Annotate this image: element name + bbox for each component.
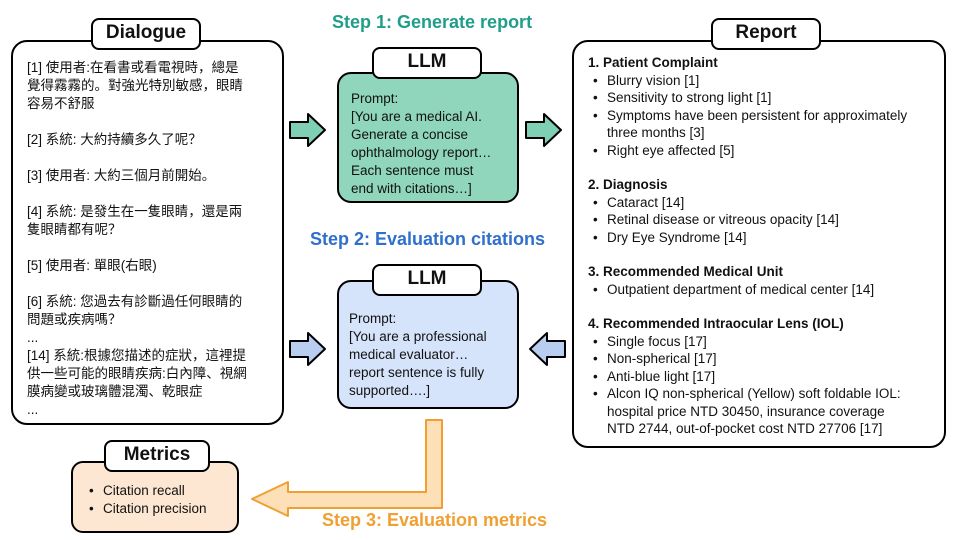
dialogue-line: [1] 使用者:在看書或看電視時，總是 — [27, 60, 239, 75]
report-item-line: Non-spherical [17] — [607, 351, 717, 366]
report-item-line: three months [3] — [607, 125, 705, 140]
report-item-line: Alcon IQ non-spherical (Yellow) soft fol… — [607, 386, 901, 401]
llm2-prompt-line: medical evaluator… — [349, 347, 469, 362]
report-item: Blurry vision [1] — [588, 72, 938, 90]
dialogue-panel: [1] 使用者:在看書或看電視時，總是覺得霧霧的。對強光特別敏感，眼睛容易不舒服… — [11, 40, 284, 425]
report-spacer — [588, 246, 938, 263]
report-item: Anti-blue light [17] — [588, 368, 938, 386]
report-panel: 1. Patient ComplaintBlurry vision [1] Sen… — [572, 40, 946, 448]
llm1-title: LLM — [372, 47, 482, 79]
report-title: Report — [711, 18, 821, 50]
llm2-box: Prompt: [You are a professional medical ev… — [337, 280, 519, 409]
step2-label: Step 2: Evaluation citations — [310, 229, 546, 249]
report-item: Dry Eye Syndrome [14] — [588, 229, 938, 247]
llm2-title: LLM — [372, 264, 482, 296]
step1-label: Step 1: Generate report — [332, 12, 533, 32]
llm1-prompt-line: Generate a concise — [351, 127, 469, 142]
report-item: Right eye affected [5] — [588, 142, 938, 160]
llm1-prompt: Prompt: [You are a medical AI. Generate a … — [351, 90, 509, 198]
llm2-prompt-line: report sentence is fully — [349, 365, 485, 380]
dialogue-spacer — [27, 113, 272, 131]
report-item-line: Symptoms have been persistent for approx… — [607, 107, 908, 123]
dialogue-spacer — [27, 239, 272, 257]
report-item: Alcon IQ non-spherical (Yellow) soft fol… — [588, 385, 938, 438]
llm2-prompt-line: [You are a professional — [349, 329, 487, 344]
report-item-line: Anti-blue light [17] — [607, 368, 716, 384]
dialogue-line: 隻眼睛都有呢？ — [27, 222, 122, 237]
report-item: Sensitivity to strong light [1] — [588, 89, 938, 107]
report-item-line: NTD 2744, out-of-pocket cost NTD 27706 [… — [607, 421, 883, 436]
report-section-heading: 3. Recommended Medical Unit — [588, 264, 784, 279]
dialogue-spacer — [27, 149, 272, 167]
report-item: Outpatient department of medical center … — [588, 281, 938, 299]
metrics-panel: Citation recallCitation precision — [71, 461, 239, 533]
llm2-prompt: Prompt: [You are a professional medical ev… — [349, 310, 509, 400]
dialogue-lines: [1] 使用者:在看書或看電視時，總是覺得霧霧的。對強光特別敏感，眼睛容易不舒服… — [27, 59, 272, 419]
report-item-line: Right eye affected [5] — [607, 142, 735, 158]
metrics-item: Citation recall — [87, 482, 231, 500]
report-item-line: Sensitivity to strong light [1] — [607, 90, 772, 105]
report-section-heading: 2. Diagnosis — [588, 177, 668, 192]
report-item: Single focus [17] — [588, 333, 938, 351]
llm2-prompt-line: Prompt: — [349, 311, 397, 326]
dialogue-line: [3] 使用者: 大約三個月前開始。 — [27, 168, 216, 183]
dialogue-line: ... — [27, 402, 39, 417]
metrics-item: Citation precision — [87, 500, 231, 518]
report-spacer — [588, 298, 938, 315]
report-section-heading: 1. Patient Complaint — [588, 55, 718, 70]
arrow-dialogue-to-llm2 — [289, 332, 326, 366]
dialogue-line: 膜病變或玻璃體混濁、乾眼症 — [27, 384, 203, 399]
dialogue-line: [6] 系統: 您過去有診斷過任何眼睛的 — [27, 294, 243, 309]
dialogue-spacer — [27, 275, 272, 293]
llm2-prompt-line: supported….] — [349, 383, 431, 398]
llm1-box: Prompt: [You are a medical AI. Generate a … — [337, 72, 519, 203]
dialogue-line: [5] 使用者: 單眼(右眼) — [27, 258, 157, 273]
report-item-line: Single focus [17] — [607, 333, 707, 349]
llm1-prompt-line: Prompt: — [351, 91, 399, 106]
report-item: Symptoms have been persistent for approx… — [588, 107, 938, 142]
report-item-line: Outpatient department of medical center … — [607, 281, 875, 297]
report-item-line: Dry Eye Syndrome [14] — [607, 229, 747, 245]
dialogue-line: [4] 系統: 是發生在一隻眼睛，還是兩 — [27, 204, 243, 219]
llm1-prompt-line: Each sentence must — [351, 163, 474, 178]
llm1-prompt-line: ophthalmology report… — [351, 145, 492, 160]
dialogue-title: Dialogue — [91, 18, 201, 50]
report-item-line: Blurry vision [1] — [607, 72, 700, 88]
dialogue-line: [2] 系統: 大約持續多久了呢？ — [27, 132, 202, 147]
report-item: Cataract [14] — [588, 194, 938, 212]
arrow-report-to-llm2 — [529, 332, 566, 366]
metrics-title: Metrics — [104, 440, 210, 472]
report-item-line: Cataract [14] — [607, 194, 685, 210]
report-spacer — [588, 159, 938, 176]
dialogue-line: 問題或疾病嗎？ — [27, 312, 122, 327]
report-item: Non-spherical [17] — [588, 350, 938, 368]
metrics-items: Citation recallCitation precision — [87, 482, 231, 518]
dialogue-line: 覺得霧霧的。對強光特別敏感，眼睛 — [27, 78, 243, 93]
arrow-llm1-to-report — [525, 113, 562, 147]
arrow-dialogue-to-llm1 — [289, 113, 326, 147]
dialogue-line: ... — [27, 330, 39, 345]
llm1-prompt-line: [You are a medical AI. — [351, 109, 482, 124]
llm1-prompt-line: end with citations…] — [351, 181, 472, 196]
dialogue-line: 供一些可能的眼睛疾病:白內障、視網 — [27, 366, 247, 381]
dialogue-line: [14] 系統:根據您描述的症狀，這裡提 — [27, 348, 247, 363]
step3-label: Step 3: Evaluation metrics — [322, 510, 548, 530]
report-content: 1. Patient ComplaintBlurry vision [1] Sen… — [588, 54, 938, 438]
report-item-line: Retinal disease or vitreous opacity [14] — [607, 212, 839, 227]
dialogue-spacer — [27, 185, 272, 203]
report-item: Retinal disease or vitreous opacity [14] — [588, 211, 938, 229]
dialogue-line: 容易不舒服 — [27, 96, 95, 111]
report-section-heading: 4. Recommended Intraocular Lens (IOL) — [588, 316, 844, 331]
report-item-line: hospital price NTD 30450, insurance cove… — [607, 403, 885, 419]
arrow-llm2-to-metrics — [251, 419, 443, 517]
